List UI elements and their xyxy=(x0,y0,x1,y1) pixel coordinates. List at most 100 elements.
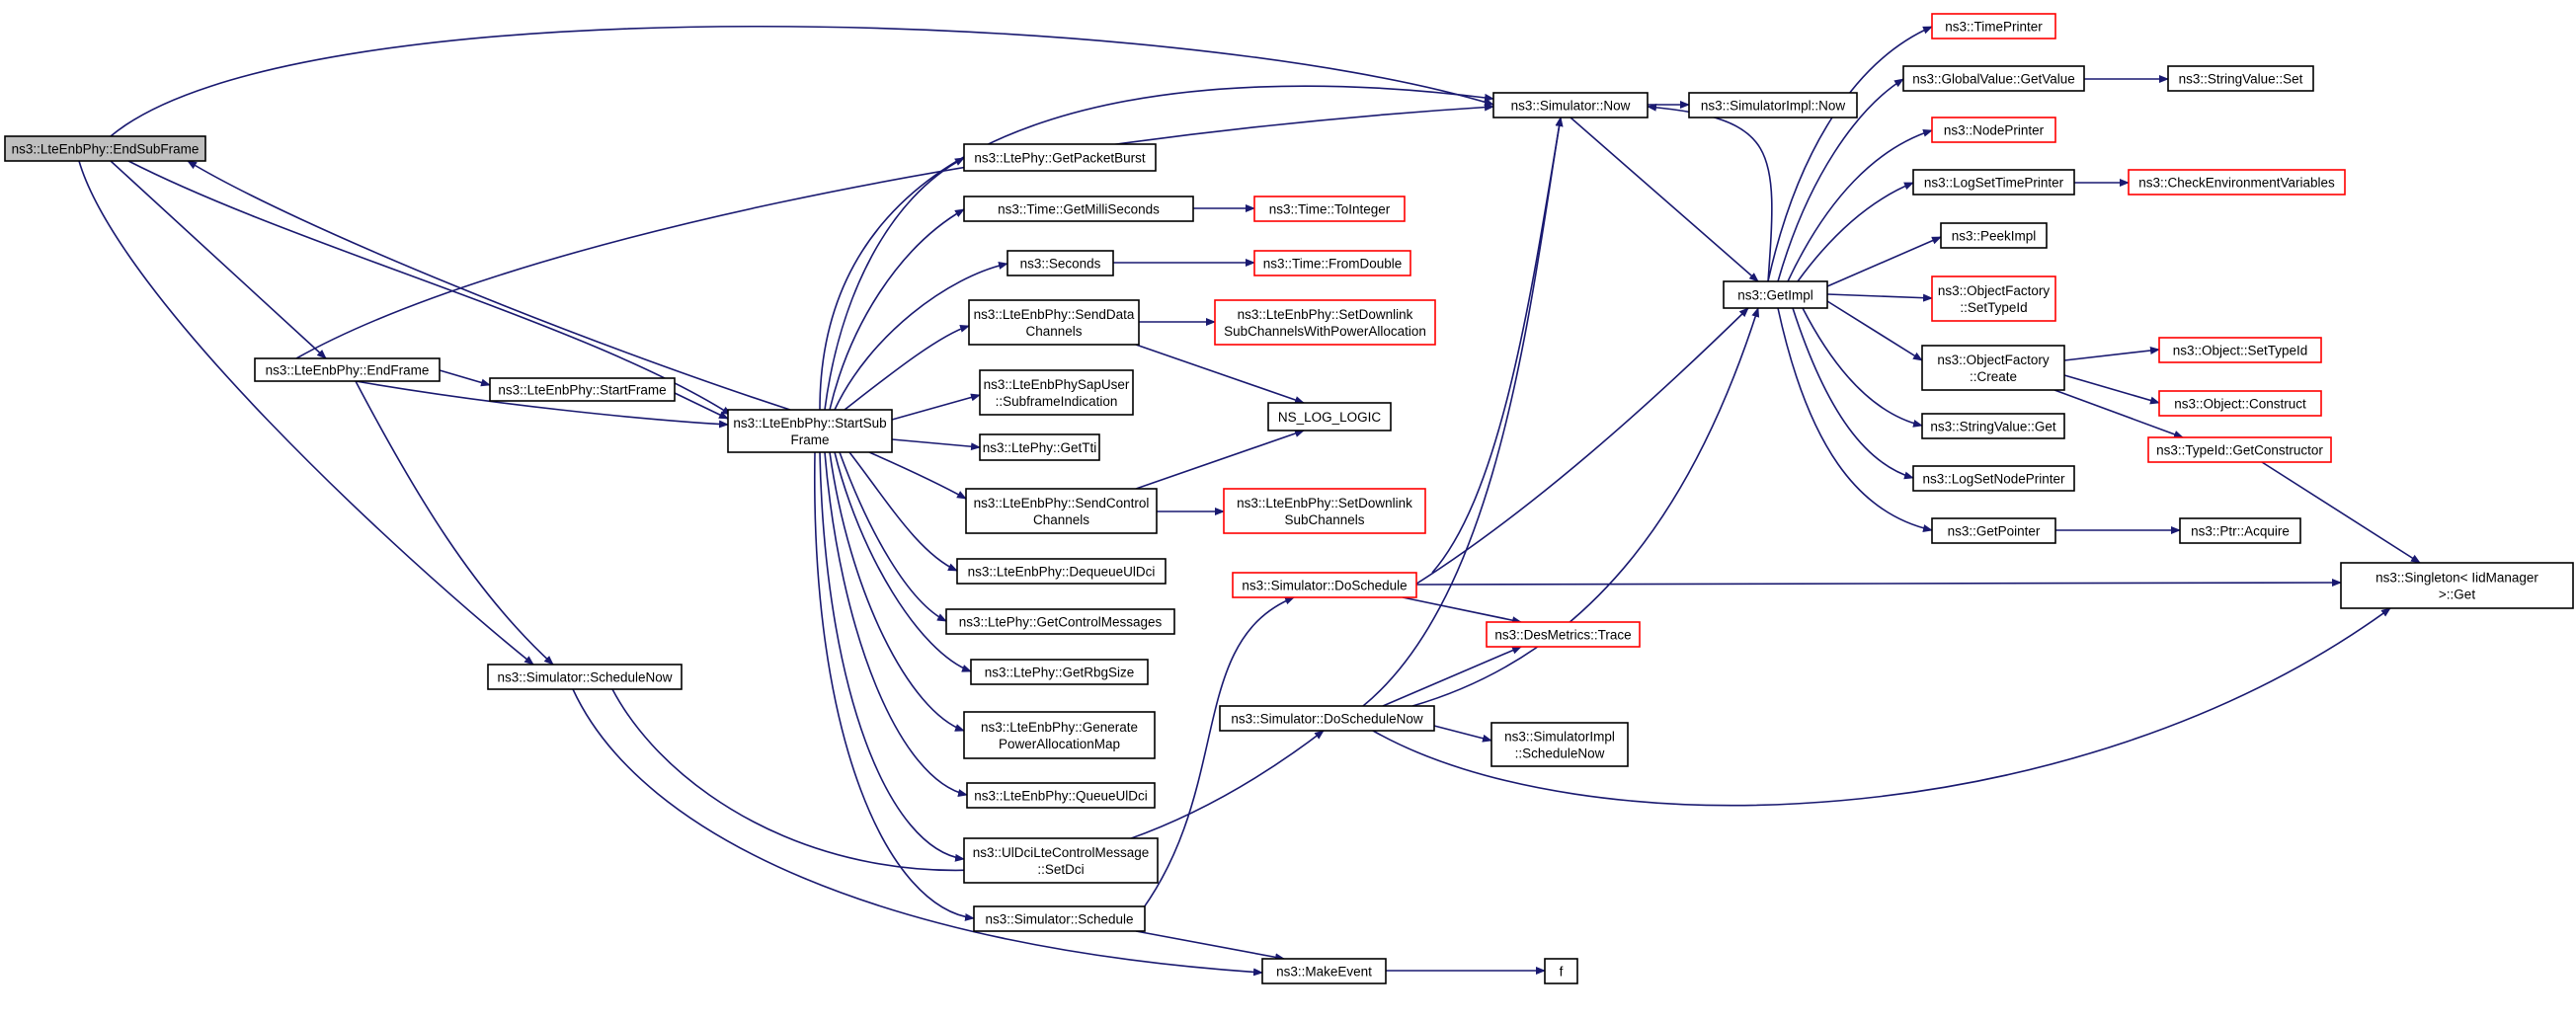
node-box xyxy=(2158,337,2322,363)
node-label: ns3::GetPointer xyxy=(1948,524,2041,539)
node-box xyxy=(979,369,1134,416)
node-logsetnode[interactable]: ns3::LogSetNodePrinter xyxy=(1912,465,2075,492)
edge-startsub-to-now xyxy=(819,85,1494,411)
node-label: ::Create xyxy=(1970,369,2017,384)
node-getconstructor[interactable]: ns3::TypeId::GetConstructor xyxy=(2147,436,2332,463)
node-logsettime[interactable]: ns3::LogSetTimePrinter xyxy=(1912,169,2075,196)
node-ofcreate[interactable]: ns3::ObjectFactory::Create xyxy=(1921,345,2065,391)
edge-startsub-to-schedule xyxy=(814,451,975,921)
node-box xyxy=(1921,413,2065,439)
node-box xyxy=(1253,196,1406,222)
node-sapuser[interactable]: ns3::LteEnbPhySapUser::SubframeIndicatio… xyxy=(979,369,1134,416)
node-label: ns3::ObjectFactory xyxy=(1937,353,2050,367)
edge-getimpl-to-now xyxy=(1647,103,1773,282)
edge-getimpl-to-svget xyxy=(1802,307,1923,428)
node-label: ns3::SimulatorImpl xyxy=(1504,730,1615,745)
node-queue[interactable]: ns3::LteEnbPhy::QueueUlDci xyxy=(966,782,1156,809)
node-box xyxy=(1261,958,1387,984)
node-label: ns3::Time::GetMilliSeconds xyxy=(998,202,1160,217)
node-getimpl[interactable]: ns3::GetImpl xyxy=(1723,280,1828,309)
node-doschedule[interactable]: ns3::Simulator::DoSchedule xyxy=(1232,572,1417,598)
node-label: >::Get xyxy=(2439,588,2475,602)
node-implnow[interactable]: ns3::SimulatorImpl::Now xyxy=(1688,92,1858,118)
node-endsubframe[interactable]: ns3::LteEnbPhy::EndSubFrame xyxy=(4,135,206,162)
node-startframe[interactable]: ns3::LteEnbPhy::StartFrame xyxy=(489,377,676,402)
node-svget[interactable]: ns3::StringValue::Get xyxy=(1921,413,2065,439)
node-doschedulenow[interactable]: ns3::Simulator::DoScheduleNow xyxy=(1219,705,1435,732)
node-label: ns3::LtePhy::GetTti xyxy=(983,440,1097,455)
edge-startsub-to-sendcontrol xyxy=(868,451,967,500)
node-uldci[interactable]: ns3::UlDciLteControlMessage::SetDci xyxy=(963,837,1159,884)
edge-getimpl-to-nodeprinter xyxy=(1787,128,1933,282)
node-layer: ns3::LteEnbPhy::EndSubFramens3::LteEnbPh… xyxy=(4,13,2574,984)
edge-schedulenow-to-doschedulenow xyxy=(611,688,1325,872)
node-ptracquire[interactable]: ns3::Ptr::Acquire xyxy=(2179,517,2301,544)
node-nodeprinter[interactable]: ns3::NodePrinter xyxy=(1931,117,2056,143)
edge-layer xyxy=(78,25,2421,977)
node-schedule[interactable]: ns3::Simulator::Schedule xyxy=(973,905,1146,932)
node-getpacketburst[interactable]: ns3::LtePhy::GetPacketBurst xyxy=(963,143,1157,172)
node-checkenv[interactable]: ns3::CheckEnvironmentVariables xyxy=(2128,169,2346,196)
node-box xyxy=(970,659,1149,685)
node-setdlpower[interactable]: ns3::LteEnbPhy::SetDownlinkSubChannelsWi… xyxy=(1214,299,1436,346)
node-timeprinter[interactable]: ns3::TimePrinter xyxy=(1931,13,2056,39)
node-box xyxy=(1723,280,1828,309)
node-seconds[interactable]: ns3::Seconds xyxy=(1006,250,1114,276)
node-label: ns3::LteEnbPhy::SendControl xyxy=(974,496,1150,510)
edge-doschedulenow-to-desmetrics xyxy=(1382,646,1522,707)
node-label: SubChannels xyxy=(1284,512,1364,527)
node-label: ns3::LteEnbPhy::Generate xyxy=(981,720,1138,735)
node-objconstruct[interactable]: ns3::Object::Construct xyxy=(2158,390,2322,417)
node-label: ns3::LtePhy::GetControlMessages xyxy=(959,615,1163,630)
node-getmilli[interactable]: ns3::Time::GetMilliSeconds xyxy=(963,196,1194,222)
edge-doschedule-to-singleton xyxy=(1415,579,2342,588)
edge-sendcontrol-to-nslog xyxy=(1135,430,1305,490)
node-svset[interactable]: ns3::StringValue::Set xyxy=(2167,65,2314,92)
edge-getimpl-to-gvgetvalue xyxy=(1777,78,1904,282)
node-endframe[interactable]: ns3::LteEnbPhy::EndFrame xyxy=(254,357,441,382)
node-label: ns3::LteEnbPhy::SendData xyxy=(974,307,1135,322)
node-implschedulenow[interactable]: ns3::SimulatorImpl::ScheduleNow xyxy=(1490,722,1629,767)
node-schedulenow[interactable]: ns3::Simulator::ScheduleNow xyxy=(487,664,683,690)
node-box xyxy=(966,782,1156,809)
node-peekimpl[interactable]: ns3::PeekImpl xyxy=(1940,222,2048,249)
node-getrbg[interactable]: ns3::LtePhy::GetRbgSize xyxy=(970,659,1149,685)
node-nslog[interactable]: NS_LOG_LOGIC xyxy=(1267,402,1392,432)
node-objsettypeid[interactable]: ns3::Object::SetTypeId xyxy=(2158,337,2322,363)
node-getpointer[interactable]: ns3::GetPointer xyxy=(1931,517,2056,544)
node-toint[interactable]: ns3::Time::ToInteger xyxy=(1253,196,1406,222)
edge-startsub-to-gettti xyxy=(891,438,981,451)
node-singleton[interactable]: ns3::Singleton< IidManager >::Get xyxy=(2340,562,2574,609)
node-desmetrics[interactable]: ns3::DesMetrics::Trace xyxy=(1486,621,1641,648)
edge-schedulenow-to-makeevent xyxy=(572,688,1263,977)
edge-doschedule-to-desmetrics xyxy=(1402,596,1522,625)
node-now[interactable]: ns3::Simulator::Now xyxy=(1492,92,1649,118)
node-box xyxy=(489,377,676,402)
node-fromdouble[interactable]: ns3::Time::FromDouble xyxy=(1253,250,1411,276)
node-label: ns3::StringValue::Get xyxy=(1930,420,2056,434)
edge-schedule-to-makeevent xyxy=(1135,930,1285,962)
node-gvgetvalue[interactable]: ns3::GlobalValue::GetValue xyxy=(1902,65,2085,92)
node-label: ns3::ObjectFactory xyxy=(1938,283,2051,298)
node-generate[interactable]: ns3::LteEnbPhy::GeneratePowerAllocationM… xyxy=(963,711,1156,759)
node-label: ns3::LtePhy::GetRbgSize xyxy=(985,666,1135,680)
node-label: ns3::Simulator::Now xyxy=(1511,99,1631,114)
node-makeevent[interactable]: ns3::MakeEvent xyxy=(1261,958,1387,984)
edge-startsub-to-uldci xyxy=(819,451,965,862)
node-ofsettypeid[interactable]: ns3::ObjectFactory::SetTypeId xyxy=(1931,275,2056,322)
node-dequeue[interactable]: ns3::LteEnbPhy::DequeueUlDci xyxy=(956,558,1167,585)
edge-getimpl-to-getpointer xyxy=(1777,307,1933,532)
node-box xyxy=(2147,436,2332,463)
edge-startsub-to-queue xyxy=(824,451,968,797)
node-getcontrol[interactable]: ns3::LtePhy::GetControlMessages xyxy=(945,608,1175,635)
edge-senddata-to-nslog xyxy=(1135,344,1305,404)
node-box xyxy=(2340,562,2574,609)
node-f[interactable]: f xyxy=(1544,958,1578,984)
node-gettti[interactable]: ns3::LtePhy::GetTti xyxy=(979,433,1100,461)
edge-endframe-to-now xyxy=(295,103,1494,359)
node-box xyxy=(963,196,1194,222)
